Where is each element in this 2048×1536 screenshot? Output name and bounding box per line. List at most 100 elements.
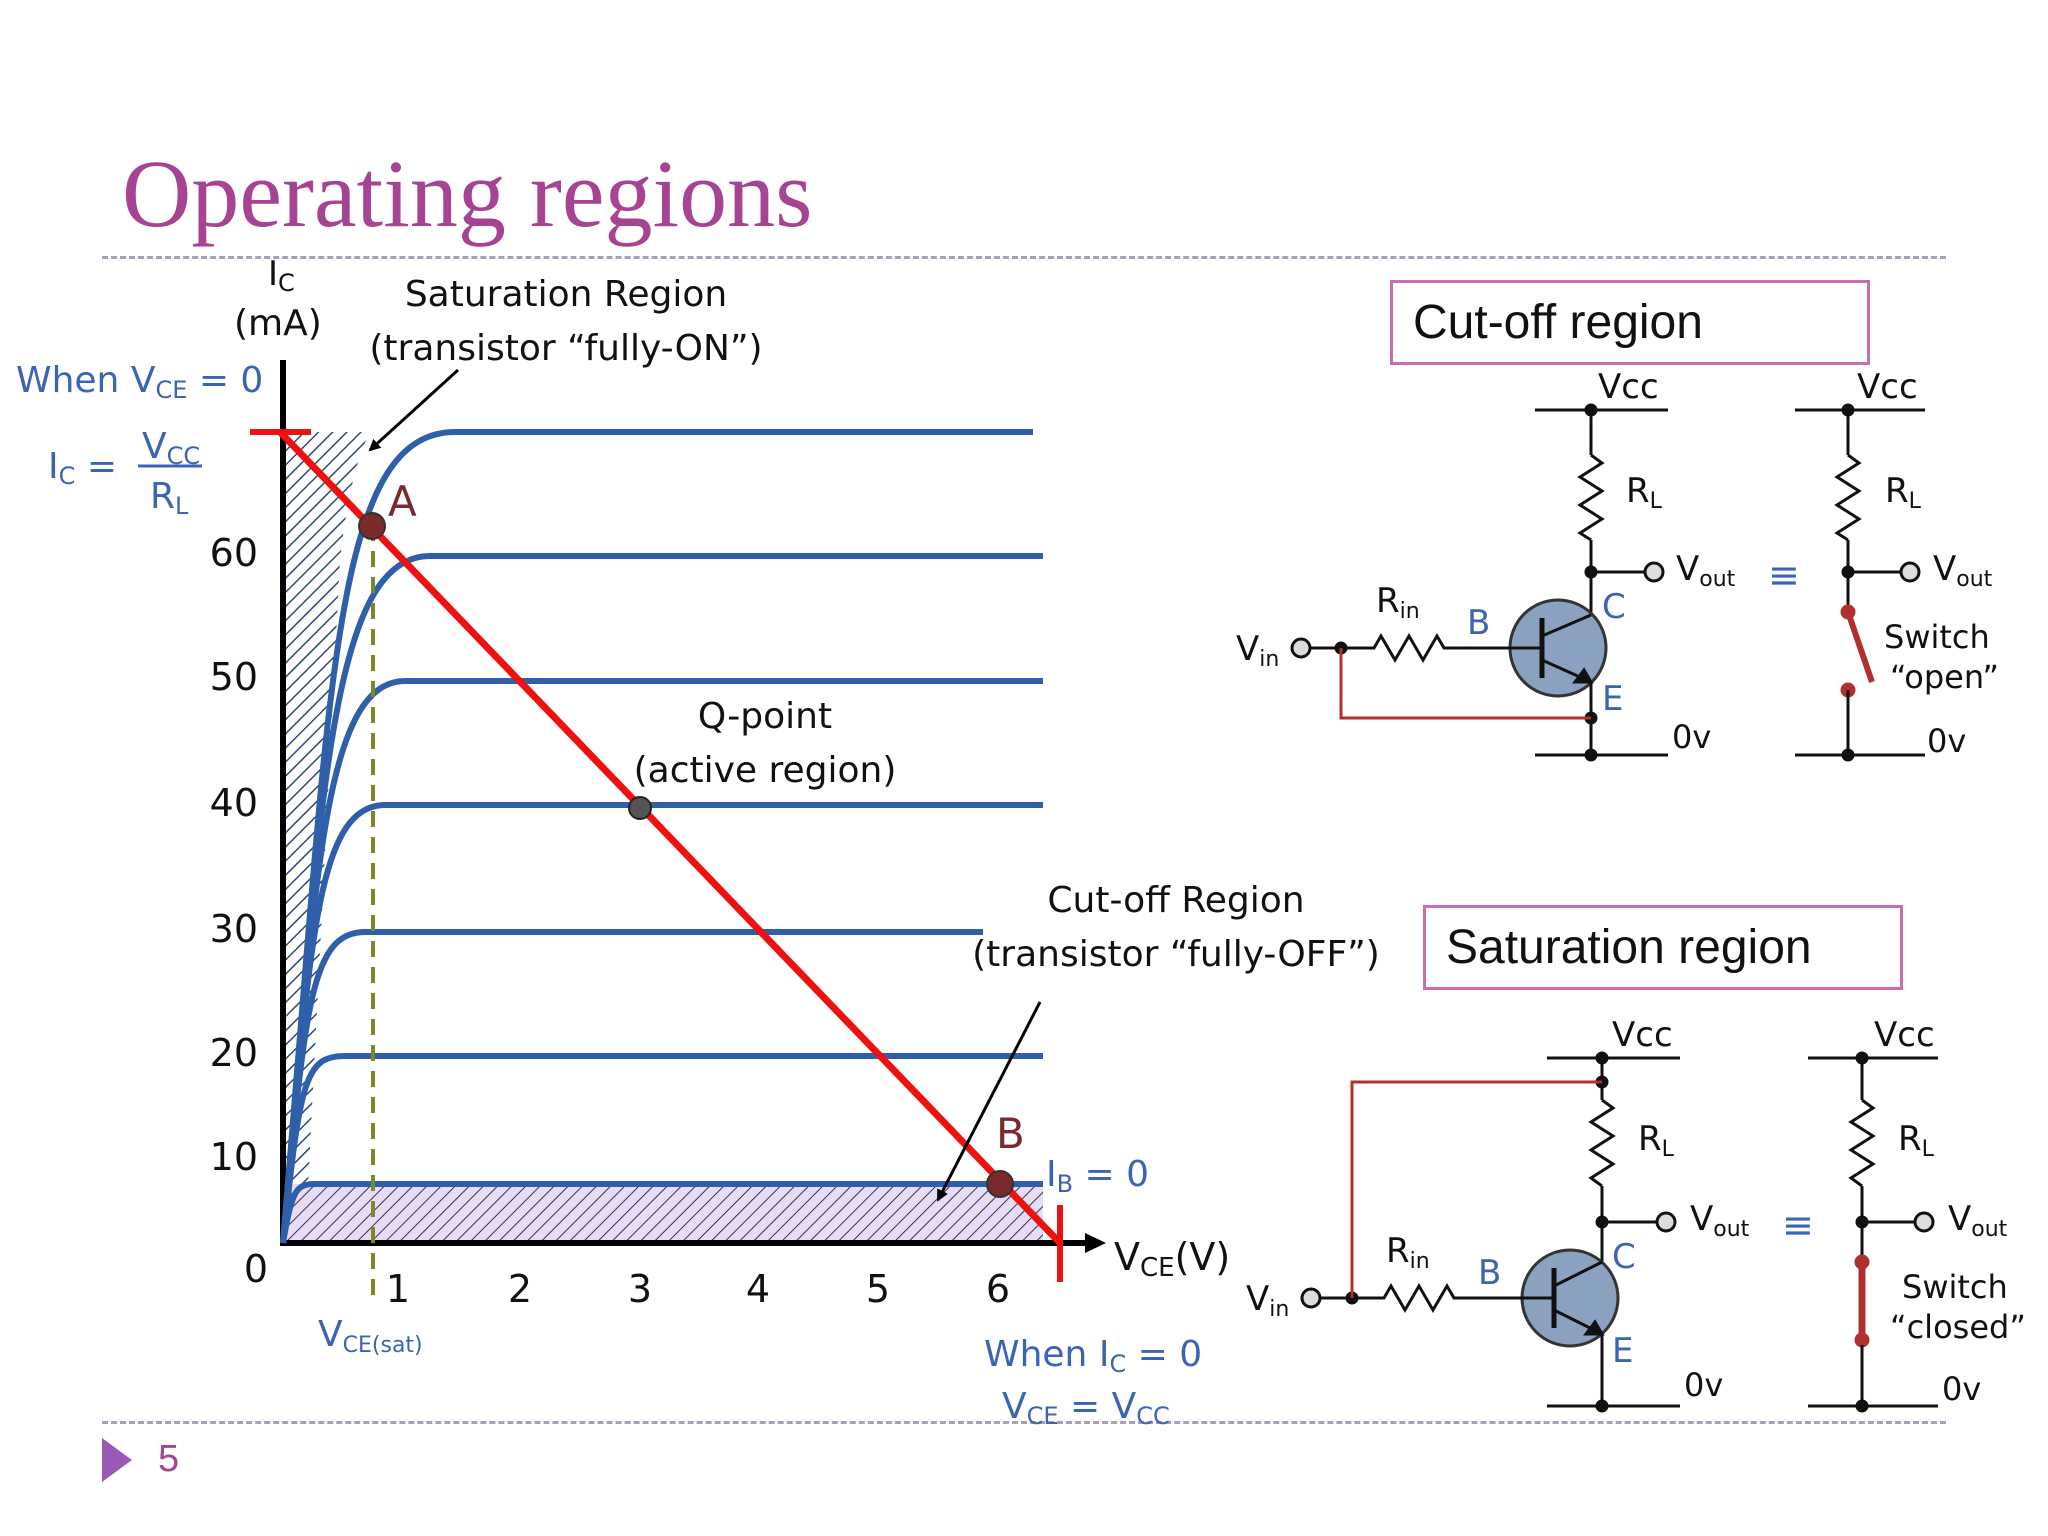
junction-dot xyxy=(1855,1399,1869,1413)
x-tick-6: 6 xyxy=(986,1267,1010,1311)
rin-resistor xyxy=(1374,1283,1480,1313)
graph-annotations: Saturation Region (transistor “fully-ON”… xyxy=(369,274,1379,975)
y-tick-10: 10 xyxy=(210,1135,258,1179)
vin-terminal xyxy=(1300,1287,1322,1309)
vout-terminal xyxy=(1899,561,1921,583)
ib-curves xyxy=(280,429,1043,1244)
switch-label: Switch xyxy=(1884,618,1990,656)
footer-divider xyxy=(102,1421,1946,1424)
switch-open-label: “open” xyxy=(1890,658,1999,696)
rl-label: RL xyxy=(1638,1119,1675,1162)
equivalent-icon: ≡ xyxy=(1768,553,1800,597)
cutoff-circuit-labels: Vcc Vcc RL RL Vout Vout ≡ Rin Vin B C E … xyxy=(1236,367,1999,760)
rl-label: RL xyxy=(1626,471,1663,514)
y-axis-unit: (mA) xyxy=(234,303,322,344)
rin-resistor xyxy=(1364,633,1470,663)
vin-label: Vin xyxy=(1236,629,1279,672)
fraction-denominator: RL xyxy=(150,476,189,520)
point-b-label: B xyxy=(996,1109,1025,1158)
x-tick-1: 1 xyxy=(386,1267,410,1311)
vce-sat-label: VCE(sat) xyxy=(318,1314,423,1358)
point-b-marker xyxy=(986,1170,1014,1198)
ic-equals-label: IC = xyxy=(48,446,117,490)
qpoint-marker xyxy=(628,796,652,820)
qpoint-annotation-line1: Q-point xyxy=(698,696,832,737)
y-tick-40: 40 xyxy=(210,781,258,825)
emitter-label: E xyxy=(1612,1331,1633,1371)
ib-zero-label: IB = 0 xyxy=(1046,1154,1149,1198)
emitter-arrow-icon xyxy=(1572,667,1594,684)
point-a-label: A xyxy=(388,477,417,526)
vout-label: Vout xyxy=(1690,1199,1750,1242)
saturation-transistor-circuit xyxy=(1300,1051,1938,1413)
ic-vce-graph: IC (mA) 60 50 40 30 20 10 0 1 2 3 4 5 6 … xyxy=(16,254,1380,1430)
cutoff-annotation-line2: (transistor “fully-OFF”) xyxy=(972,934,1380,975)
rin-label: Rin xyxy=(1386,1231,1430,1274)
rin-label: Rin xyxy=(1376,581,1420,624)
vcc-label: Vcc xyxy=(1612,1015,1673,1055)
y-axis-label: IC xyxy=(268,254,295,297)
vout-label-equiv: Vout xyxy=(1948,1199,2008,1242)
cutoff-region-label: Cut-off region xyxy=(1413,296,1703,349)
ground-label-equiv: 0v xyxy=(1942,1370,1981,1408)
qpoint-annotation-line2: (active region) xyxy=(634,750,897,791)
vout-terminal xyxy=(1913,1211,1935,1233)
rl-label-equiv: RL xyxy=(1885,471,1922,514)
switch-label: Switch xyxy=(1902,1268,2008,1306)
ground-label: 0v xyxy=(1672,718,1711,756)
fraction-numerator: VCC xyxy=(142,426,200,470)
x-axis-label: VCE(V) xyxy=(1114,1235,1230,1283)
cutoff-arrow xyxy=(936,1001,1042,1202)
vin-terminal xyxy=(1290,637,1312,659)
y-tick-labels: 60 50 40 30 20 10 0 xyxy=(210,531,268,1291)
saturation-annotation-line2: (transistor “fully-ON”) xyxy=(369,328,762,369)
rl-resistor-equiv xyxy=(1848,1098,1876,1188)
ground-label: 0v xyxy=(1684,1366,1723,1404)
base-pullup-wire xyxy=(1350,1080,1602,1298)
x-tick-2: 2 xyxy=(508,1267,532,1311)
load-line xyxy=(277,429,1063,1246)
ground-label-equiv: 0v xyxy=(1927,722,1966,760)
ib-curve-2 xyxy=(280,553,1043,1244)
title-divider xyxy=(102,256,1946,259)
slide-number: 5 xyxy=(158,1438,180,1480)
junction-dot xyxy=(1595,1399,1609,1413)
cutoff-transistor-circuit xyxy=(1290,403,1925,762)
saturation-region-box: Saturation region xyxy=(1423,905,1903,990)
point-a-marker xyxy=(358,512,386,540)
cutoff-hatch-area xyxy=(283,1184,1043,1244)
y-tick-30: 30 xyxy=(210,907,258,951)
x-tick-4: 4 xyxy=(746,1267,770,1311)
rl-label-equiv: RL xyxy=(1898,1119,1935,1162)
switch-closed-label: “closed” xyxy=(1890,1308,2026,1346)
x-tick-3: 3 xyxy=(628,1267,652,1311)
ib-curve-6 xyxy=(280,1053,1043,1244)
junction-dot xyxy=(1584,748,1598,762)
when-vce-zero-label: When VCE = 0 xyxy=(16,360,263,404)
base-label: B xyxy=(1478,1253,1501,1293)
saturation-circuit-labels: Vcc Vcc RL RL Vout Vout ≡ Rin Vin B C E … xyxy=(1246,1015,2026,1408)
transistor-collector xyxy=(1553,1260,1603,1288)
ib-curve-4 xyxy=(280,802,1043,1244)
transistor-collector xyxy=(1541,613,1592,638)
footer-bullet-icon xyxy=(102,1438,132,1482)
rl-resistor xyxy=(1588,1098,1616,1188)
x-tick-5: 5 xyxy=(866,1267,890,1311)
collector-label: C xyxy=(1612,1237,1636,1277)
vce-equals-vcc-label: VCE = VCC xyxy=(1002,1386,1170,1430)
collector-label: C xyxy=(1602,587,1626,627)
vout-terminal xyxy=(1655,1211,1677,1233)
base-short-wire xyxy=(1339,648,1591,720)
saturation-region-label: Saturation region xyxy=(1446,921,1812,974)
cutoff-annotation-line1: Cut-off Region xyxy=(1047,880,1304,921)
saturation-annotation-line1: Saturation Region xyxy=(405,274,727,315)
y-tick-20: 20 xyxy=(210,1031,258,1075)
vout-terminal xyxy=(1643,561,1665,583)
when-ic-zero-label: When IC = 0 xyxy=(984,1334,1202,1378)
saturation-arrow xyxy=(368,368,460,452)
ic-max-annotation: When VCE = 0 IC = VCC RL xyxy=(16,360,263,520)
rl-resistor xyxy=(1577,453,1605,542)
switch-contact xyxy=(1840,604,1856,620)
vcc-label-equiv: Vcc xyxy=(1874,1015,1935,1055)
